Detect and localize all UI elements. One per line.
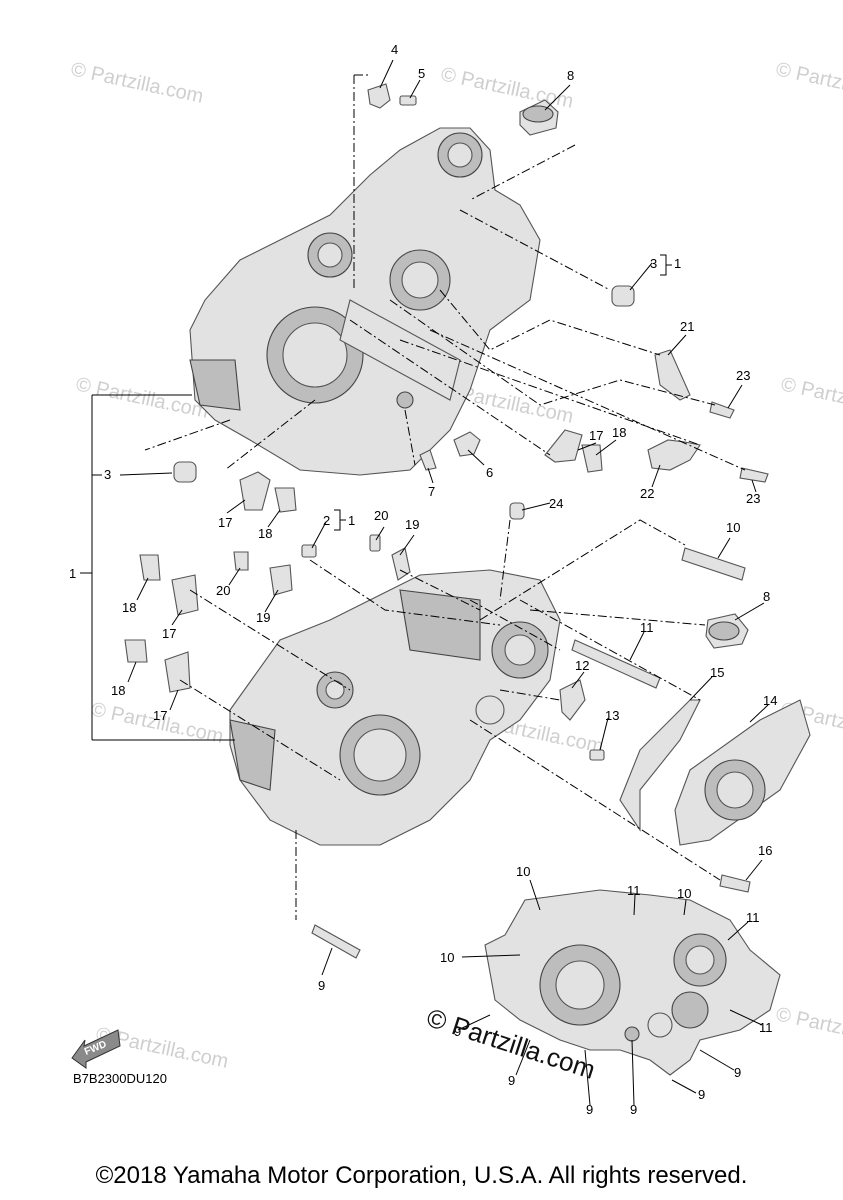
callout-label: 9 [508, 1073, 515, 1088]
callout-label: 2 [323, 513, 330, 528]
diagram-code: B7B2300DU120 [73, 1071, 167, 1086]
callout-label: 8 [763, 589, 770, 604]
callout-label: 23 [736, 368, 750, 383]
callout-label: 18 [122, 600, 136, 615]
callout-label: 20 [216, 583, 230, 598]
callout-label: 9 [318, 978, 325, 993]
callout-label: 19 [405, 517, 419, 532]
callout-label: 13 [605, 708, 619, 723]
small-parts [124, 83, 811, 959]
watermark: © Partzilla.com [779, 373, 843, 423]
callout-label: 16 [758, 843, 772, 858]
callout-label: 9 [734, 1065, 741, 1080]
watermark: © Partzilla.com [439, 63, 575, 113]
callout-label: 18 [111, 683, 125, 698]
callout-label: 11 [759, 1020, 773, 1035]
watermark: © Partzilla.com [774, 1003, 843, 1053]
watermark: © Partzilla.com [774, 58, 843, 108]
crankcase-right-illustration [229, 569, 561, 846]
callout-label: 20 [374, 508, 388, 523]
callout-label: 18 [258, 526, 272, 541]
callout-label: 23 [746, 491, 760, 506]
fwd-arrow-icon: FWD [71, 1029, 121, 1069]
callout-label: 10 [677, 886, 691, 901]
callout-label: 6 [486, 465, 493, 480]
callout-labels: 4 5 8 3 1 21 23 17 18 6 7 22 23 3 17 18 … [69, 42, 777, 1117]
callout-label: 18 [612, 425, 626, 440]
callout-label: 22 [640, 486, 654, 501]
callout-label: 9 [698, 1087, 705, 1102]
watermark: © Partzilla.com [69, 58, 205, 108]
callout-label: 11 [627, 883, 641, 898]
callout-label: 21 [680, 319, 694, 334]
callout-label: 12 [575, 658, 589, 673]
callout-label: 5 [418, 66, 425, 81]
callout-label: 3 [650, 256, 657, 271]
callout-label: 10 [726, 520, 740, 535]
callout-label: 10 [516, 864, 530, 879]
callout-label: 14 [763, 693, 777, 708]
callout-label: 15 [710, 665, 724, 680]
group-brackets [80, 254, 672, 741]
assembly-lines [144, 74, 746, 920]
callout-label: 24 [549, 496, 563, 511]
callout-label: 9 [454, 1024, 461, 1039]
callout-label: 7 [428, 484, 435, 499]
callout-label: 9 [586, 1102, 593, 1117]
callout-label: 4 [391, 42, 398, 57]
callout-label: 3 [104, 467, 111, 482]
callout-label: 19 [256, 610, 270, 625]
leader-lines [119, 59, 769, 1106]
callout-label: 9 [630, 1102, 637, 1117]
callout-label: 17 [218, 515, 232, 530]
callout-label: 1 [69, 566, 76, 581]
watermark: © Partzilla.com [74, 373, 210, 423]
callout-label: 17 [153, 708, 167, 723]
callout-label: 11 [640, 620, 654, 635]
crankcase-left-illustration [189, 127, 541, 476]
copyright-notice: ©2018 Yamaha Motor Corporation, U.S.A. A… [95, 1162, 748, 1189]
callout-label: 8 [567, 68, 574, 83]
callout-label: 11 [746, 910, 760, 925]
callout-label: 17 [589, 428, 603, 443]
callout-label: 10 [440, 950, 454, 965]
parts-diagram: © Partzilla.com © Partzilla.com © Partzi… [69, 42, 843, 1117]
callout-label: 17 [162, 626, 176, 641]
callout-label: 1 [348, 513, 355, 528]
callout-label: 1 [674, 256, 681, 271]
crankcase-inner-view-illustration [484, 889, 781, 1076]
